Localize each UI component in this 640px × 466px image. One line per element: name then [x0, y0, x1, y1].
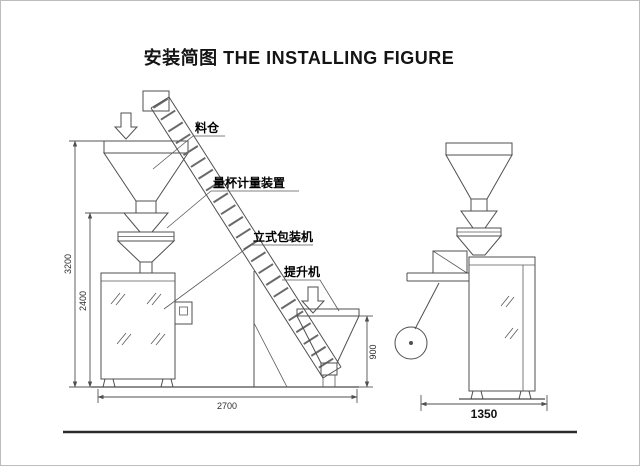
leader-elevator: [282, 279, 340, 312]
machine-foot: [470, 390, 484, 400]
support-brace: [253, 322, 288, 388]
shine-mark: [500, 295, 515, 308]
machine-foot: [518, 390, 532, 400]
side-hopper-rim: [445, 142, 513, 156]
dim-machine-height: 2400: [78, 291, 88, 311]
page-title: 安装简图 THE INSTALLING FIGURE: [144, 47, 455, 68]
measuring-cup: [122, 212, 170, 233]
side-view-dimensions: 1350: [420, 395, 548, 421]
control-panel: [174, 301, 193, 325]
packer-body: [100, 272, 176, 380]
front-view: [91, 112, 359, 388]
panel-screen: [179, 306, 188, 316]
side-hopper-neck: [470, 198, 488, 212]
film-roll-axle: [409, 341, 413, 345]
callout-labels: 料仓 量杯计量装置 立式包装机 提升机: [152, 120, 340, 312]
shine-mark: [146, 292, 162, 306]
leader-hopper: [152, 135, 225, 170]
film-roll: [394, 326, 428, 360]
side-hopper-cone: [445, 154, 513, 200]
former-neck: [139, 261, 153, 274]
shine-mark: [150, 332, 166, 346]
machine-foot: [160, 378, 174, 388]
shine-mark: [116, 332, 132, 346]
front-view-dimensions: 3200 2400 2700 900: [63, 140, 378, 411]
label-hopper: 料仓: [195, 120, 220, 135]
hopper-neck: [135, 200, 157, 214]
dim-side-width: 1350: [471, 407, 498, 421]
measuring-funnel: [116, 240, 176, 263]
elevator-feed-arrow-icon: [300, 286, 326, 314]
dim-overall-width: 2700: [217, 401, 237, 411]
leader-packer: [163, 244, 313, 310]
dim-overall-height: 3200: [63, 254, 73, 274]
label-elevator: 提升机: [284, 264, 320, 279]
leader-measuring: [166, 190, 299, 229]
label-measuring-device: 量杯计量装置: [213, 175, 285, 190]
label-vertical-packer: 立式包装机: [253, 229, 313, 244]
elevator-hopper: [296, 315, 360, 364]
machine-foot: [102, 378, 116, 388]
shine-mark: [504, 327, 519, 340]
side-packer-body: [468, 256, 536, 392]
side-view: [394, 142, 545, 400]
film-roll-arm: [414, 282, 440, 330]
dim-elevator-hopper-height: 900: [368, 344, 378, 359]
elevator-head: [142, 90, 170, 112]
side-measuring-cup: [460, 210, 498, 229]
shine-mark: [110, 292, 126, 306]
side-measuring-funnel: [455, 235, 503, 256]
hopper-cone: [103, 152, 189, 202]
feed-arrow-icon: [113, 112, 139, 140]
elevator-assembly: [142, 90, 360, 388]
